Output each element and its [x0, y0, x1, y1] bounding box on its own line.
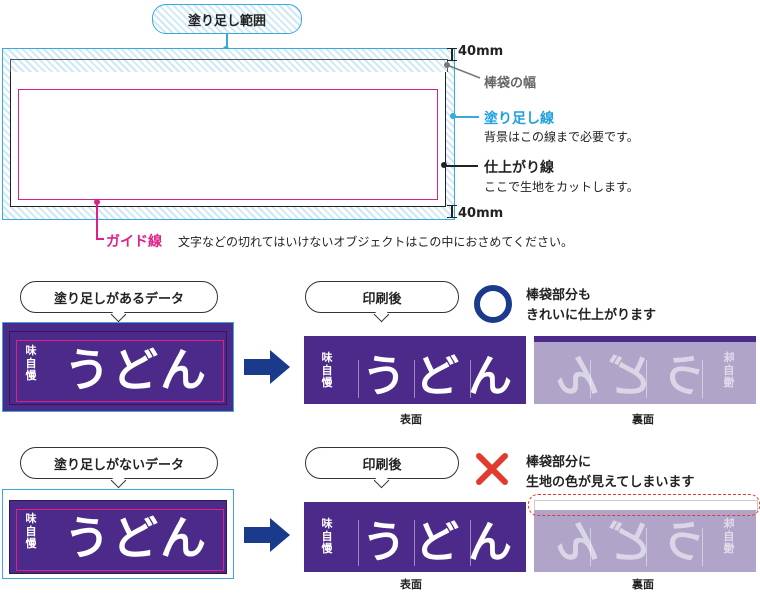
trim-leader-dot: [441, 162, 447, 168]
row2-guide-frame: [16, 509, 224, 571]
guide-line-desc: 文字などの切れてはいけないオブジェクトはこの中におさめてください。: [178, 235, 574, 249]
row1-trim-frame: [9, 331, 227, 405]
row2-side-text: 味自慢: [25, 512, 37, 551]
row1-bleed-frame: [2, 322, 234, 412]
dim-top-vline: [451, 48, 453, 60]
bleed-leader: [453, 116, 479, 118]
row2-bubble-right-text: 印刷後: [362, 457, 402, 473]
pole-width-label: 棒袋の幅: [484, 76, 537, 91]
bleed-leader-dot: [450, 113, 456, 119]
seam: [646, 528, 647, 566]
bleed-line-desc: 背景はこの線まで必要です。: [484, 130, 639, 144]
row1-front-main-text: うどん: [362, 351, 521, 402]
arrow-right-icon: [244, 350, 290, 384]
seam: [702, 528, 703, 566]
row1-result-1: 棒袋部分も: [526, 288, 592, 303]
row1-back-caption: 裏面: [632, 413, 654, 426]
row1-front-rod: [304, 336, 526, 343]
row2-main-text: うどん: [64, 511, 208, 565]
row2-back-main-text: うどん: [547, 517, 706, 568]
seam: [590, 360, 591, 398]
trim-line-label: 仕上がり線: [484, 160, 554, 176]
seam: [470, 520, 471, 566]
dim-top-label: 40mm: [458, 44, 504, 59]
bleed-line-label: 塗り足し線: [484, 111, 554, 127]
guide-leader-h: [96, 238, 104, 240]
row1-bubble-left: 塗り足しがあるデータ: [20, 281, 218, 313]
trim-area: [10, 71, 446, 207]
row2-back-side-text: 味自慢: [723, 517, 735, 556]
row1-side-text: 味自慢: [25, 344, 37, 383]
seam: [414, 360, 415, 398]
cross-icon: [476, 453, 508, 485]
seam: [646, 360, 647, 398]
row2-trim-frame: [9, 500, 227, 574]
seam: [702, 360, 703, 398]
seam: [358, 520, 359, 566]
row2-result-1: 棒袋部分に: [526, 455, 592, 470]
row1-bubble-right: 印刷後: [305, 281, 459, 313]
row1-back-main-text: うどん: [547, 351, 706, 402]
bleed-range-text: 塗り足し範囲: [187, 13, 266, 29]
seam: [590, 528, 591, 566]
guide-line-label: ガイド線: [106, 234, 162, 250]
dim-bottom-vline: [451, 205, 453, 217]
row1-main-text: うどん: [64, 343, 208, 397]
row1-bubble-right-text: 印刷後: [362, 291, 402, 307]
row2-front-side-text: 味自慢: [321, 517, 333, 556]
circle-icon: [474, 285, 512, 323]
pole-width-leader: [444, 62, 481, 79]
trim-line-desc: ここで生地をカットします。: [484, 180, 639, 194]
row2-front-caption: 表面: [400, 578, 422, 591]
row2-bubble-right: 印刷後: [305, 447, 459, 479]
arrow-right-icon: [244, 518, 290, 552]
row2-front-main-text: うどん: [362, 517, 521, 568]
row1-back-side-text: 味自慢: [723, 351, 735, 390]
row1-front-caption: 表面: [400, 413, 422, 426]
row2-front-panel: [304, 502, 526, 572]
row2-back-panel: [534, 510, 756, 572]
pole-band: [10, 59, 448, 72]
bleed-range-label: 塗り足し範囲: [152, 4, 302, 34]
seam: [470, 360, 471, 398]
seam: [414, 520, 415, 566]
trim-leader: [444, 165, 478, 167]
guide-area: [18, 89, 438, 200]
row1-guide-frame: [16, 340, 224, 402]
row1-back-rod: [534, 336, 756, 343]
row1-front-side-text: 味自慢: [321, 351, 333, 390]
row2-back-caption: 裏面: [632, 578, 654, 591]
connector-line: [226, 33, 228, 49]
guide-leader: [96, 202, 98, 238]
row1-result-2: きれいに仕上がります: [526, 308, 657, 323]
row1-back-panel: [534, 342, 756, 404]
row2-bubble-left-text: 塗り足しがないデータ: [53, 457, 184, 473]
row1-bubble-left-text: 塗り足しがあるデータ: [53, 291, 184, 307]
dim-bottom-label: 40mm: [458, 206, 504, 221]
seam: [358, 360, 359, 398]
row2-result-2: 生地の色が見えてしまいます: [526, 475, 695, 490]
row2-problem-highlight: [528, 494, 760, 516]
row2-bubble-left: 塗り足しがないデータ: [20, 447, 218, 479]
row1-front-panel: [304, 342, 526, 404]
